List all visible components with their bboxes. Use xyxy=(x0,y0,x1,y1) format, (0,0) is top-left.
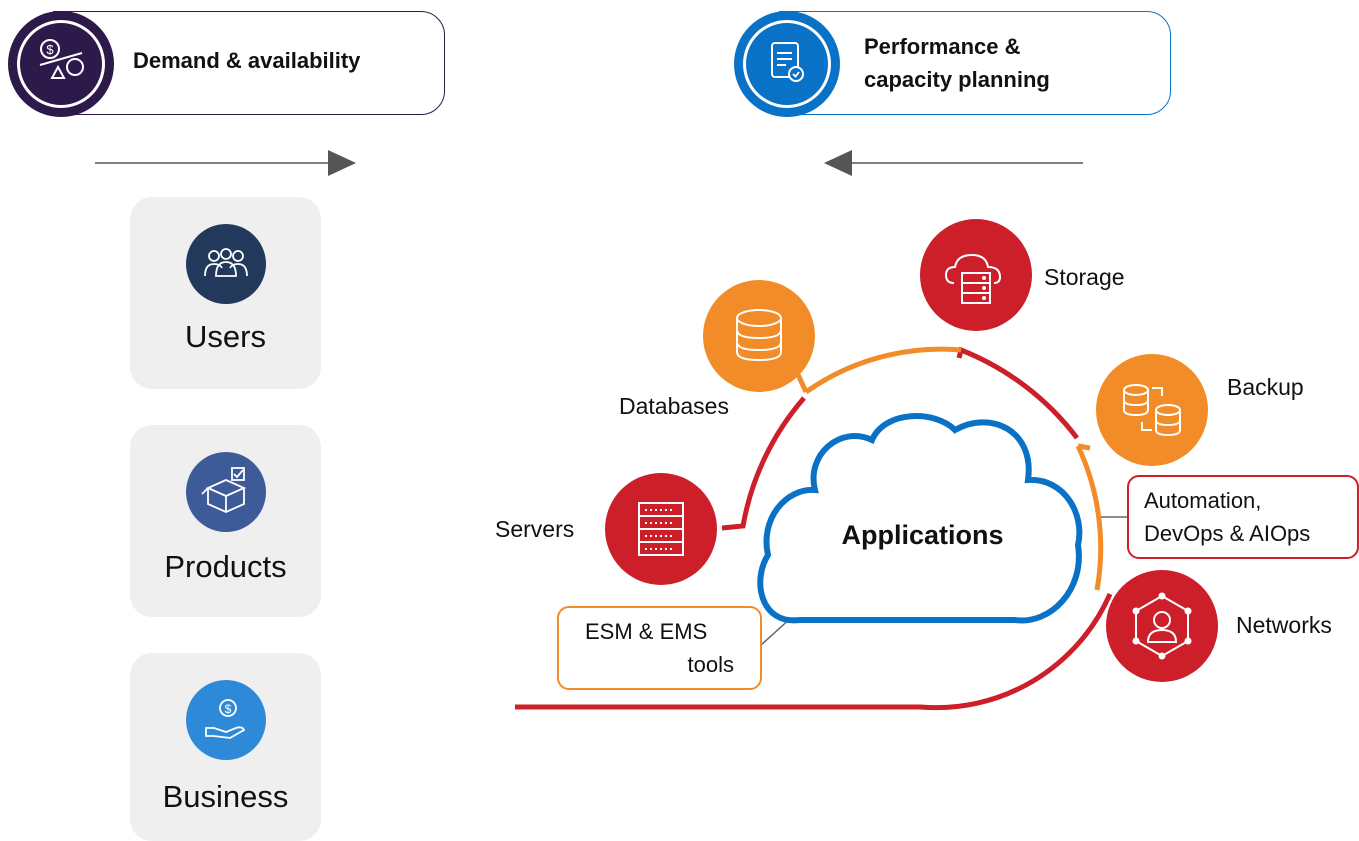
balance-scale-icon: $ xyxy=(17,20,105,108)
left-arrow-head xyxy=(824,150,852,176)
demand-availability-label: Demand & availability xyxy=(133,48,361,73)
database-icon xyxy=(736,309,782,362)
automation-line2: DevOps & AIOps xyxy=(1144,521,1311,546)
backup-node xyxy=(1096,354,1208,466)
applications-cloud xyxy=(757,413,1083,624)
svg-text:$: $ xyxy=(225,702,232,716)
servers-label: Servers xyxy=(495,516,575,542)
backup-icon xyxy=(1123,384,1181,437)
automation-line1: Automation, xyxy=(1144,488,1262,513)
red-ring xyxy=(515,592,1113,711)
driver-label-business: Business xyxy=(162,779,289,814)
open-box-icon xyxy=(186,452,266,532)
driver-card-business: $ Business xyxy=(130,653,321,841)
performance-planning-pill xyxy=(779,11,1171,115)
networks-label: Networks xyxy=(1236,612,1332,638)
svg-text:$: $ xyxy=(46,42,54,57)
red-ring-right xyxy=(956,346,1079,440)
server-rack-icon xyxy=(638,502,684,556)
hand-coin-icon: $ xyxy=(186,680,266,760)
performance-planning-header: Performance & capacity planning xyxy=(734,11,1171,117)
automation-box: Automation, DevOps & AIOps xyxy=(1127,475,1359,559)
demand-availability-pill xyxy=(53,11,445,115)
storage-label: Storage xyxy=(1044,264,1125,290)
right-arrow-head xyxy=(328,150,356,176)
driver-label-users: Users xyxy=(185,319,266,354)
applications-label: Applications xyxy=(841,520,1004,550)
networks-node xyxy=(1106,570,1218,682)
driver-card-products: Products xyxy=(130,425,321,617)
network-user-icon xyxy=(1132,592,1192,660)
cloud-server-icon xyxy=(944,253,1002,304)
esm-line1: ESM & EMS xyxy=(585,619,708,644)
performance-label-line1: Performance & xyxy=(864,34,1021,59)
esm-line2: tools xyxy=(687,652,734,677)
databases-node xyxy=(703,280,815,392)
users-group-icon xyxy=(186,224,266,304)
esm-ems-box: ESM & EMS tools xyxy=(557,606,762,690)
demand-availability-header: $ Demand & availability xyxy=(8,11,445,117)
document-check-icon xyxy=(743,20,831,108)
storage-node xyxy=(920,219,1032,331)
driver-label-products: Products xyxy=(164,549,287,584)
servers-node xyxy=(605,473,717,585)
backup-label: Backup xyxy=(1227,374,1304,400)
orange-ring-top xyxy=(804,346,962,395)
performance-label-line2: capacity planning xyxy=(864,67,1050,92)
orange-ring-right xyxy=(1075,444,1104,591)
databases-label: Databases xyxy=(619,393,729,419)
red-ring-left xyxy=(721,396,806,531)
driver-card-users: Users xyxy=(130,197,321,389)
